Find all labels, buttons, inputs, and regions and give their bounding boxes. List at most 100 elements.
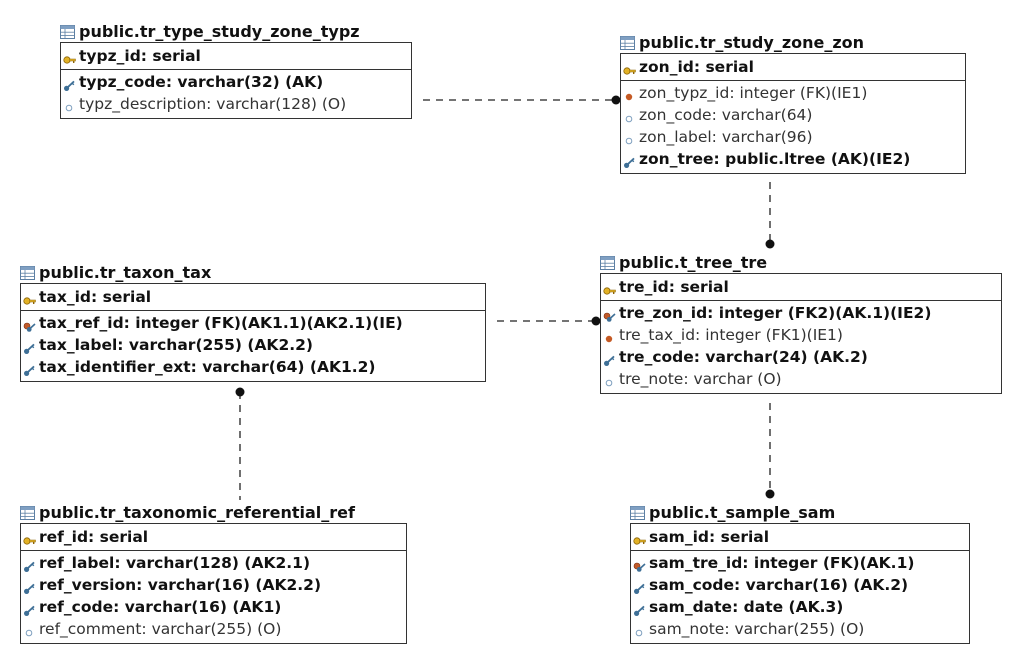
attribute-row: tre_zon_id: integer (FK2)(AK.1)(IE2): [603, 302, 995, 324]
attribute-row: typz_description: varchar(128) (O): [63, 93, 405, 115]
entity-title-text: public.t_sample_sam: [649, 502, 836, 522]
attribute-row: ref_label: varchar(128) (AK2.1): [23, 552, 400, 574]
attribute-text: typz_description: varchar(128) (O): [79, 95, 347, 113]
foreign-key-icon: [623, 87, 636, 101]
alternate-key-icon: [23, 579, 36, 594]
attribute-row: zon_tree: public.ltree (AK)(IE2): [623, 148, 959, 170]
attribute-text: ref_comment: varchar(255) (O): [39, 620, 282, 638]
alternate-key-icon: [23, 601, 36, 616]
attribute-row: tre_id: serial: [603, 276, 995, 298]
attributes-section: tax_ref_id: integer (FK)(AK1.1)(AK2.1)(I…: [21, 311, 485, 381]
primary-key-icon: [63, 50, 76, 64]
attribute-text: tax_ref_id: integer (FK)(AK1.1)(AK2.1)(I…: [39, 314, 403, 332]
primary-key-section: typz_id: serial: [61, 43, 411, 70]
attribute-text: ref_id: serial: [39, 528, 149, 546]
table-icon: [630, 505, 645, 520]
entity-title-text: public.tr_taxon_tax: [39, 262, 212, 282]
attribute-row: typz_code: varchar(32) (AK): [63, 71, 405, 93]
attribute-text: tax_identifier_ext: varchar(64) (AK1.2): [39, 358, 376, 376]
entity-title[interactable]: public.t_sample_sam: [630, 501, 970, 523]
entity-title-text: public.tr_study_zone_zon: [639, 32, 865, 52]
attribute-row: zon_label: varchar(96): [623, 126, 959, 148]
entity-title[interactable]: public.t_tree_tre: [600, 251, 1002, 273]
attribute-row: zon_typz_id: integer (FK)(IE1): [623, 82, 959, 104]
attribute-row: ref_comment: varchar(255) (O): [23, 618, 400, 640]
alternate-key-icon: [23, 557, 36, 572]
attribute-text: tax_id: serial: [39, 288, 152, 306]
attribute-text: zon_label: varchar(96): [639, 128, 813, 146]
alternate-key-icon: [633, 579, 646, 594]
attribute-text: sam_code: varchar(16) (AK.2): [649, 576, 909, 594]
attribute-text: tre_zon_id: integer (FK2)(AK.1)(IE2): [619, 304, 932, 322]
attributes-section: zon_typz_id: integer (FK)(IE1) zon_code: …: [621, 81, 965, 173]
optional-attribute-icon: [23, 623, 36, 637]
table-icon: [60, 24, 75, 39]
primary-key-icon: [603, 281, 616, 295]
attribute-row: zon_code: varchar(64): [623, 104, 959, 126]
attributes-section: ref_label: varchar(128) (AK2.1) ref_versi…: [21, 551, 406, 643]
foreign-alternate-key-icon: [633, 557, 646, 572]
foreign-key-icon: [603, 329, 616, 343]
attribute-row: sam_tre_id: integer (FK)(AK.1): [633, 552, 963, 574]
relationship-end-tre-left: [591, 316, 601, 326]
attribute-row: tax_id: serial: [23, 286, 479, 308]
attribute-text: tre_id: serial: [619, 278, 729, 296]
entity-title[interactable]: public.tr_taxonomic_referential_ref: [20, 501, 407, 523]
entity-title-text: public.tr_taxonomic_referential_ref: [39, 502, 355, 522]
entity-title[interactable]: public.tr_taxon_tax: [20, 261, 486, 283]
attribute-row: sam_id: serial: [633, 526, 963, 548]
alternate-key-icon: [23, 361, 36, 376]
primary-key-section: tax_id: serial: [21, 284, 485, 311]
optional-attribute-icon: [603, 373, 616, 387]
alternate-key-icon: [623, 153, 636, 168]
attribute-row: tre_code: varchar(24) (AK.2): [603, 346, 995, 368]
primary-key-section: zon_id: serial: [621, 54, 965, 81]
attribute-text: ref_version: varchar(16) (AK2.2): [39, 576, 322, 594]
primary-key-section: tre_id: serial: [601, 274, 1001, 301]
entity-tax[interactable]: public.tr_taxon_tax tax_id: serial tax_ref…: [20, 261, 486, 382]
primary-key-icon: [23, 291, 36, 305]
entity-typz[interactable]: public.tr_type_study_zone_typz typz_id: s…: [60, 20, 412, 119]
primary-key-section: ref_id: serial: [21, 524, 406, 551]
entity-sam[interactable]: public.t_sample_sam sam_id: serial sam_tre…: [630, 501, 970, 644]
attribute-row: ref_version: varchar(16) (AK2.2): [23, 574, 400, 596]
attribute-row: typz_id: serial: [63, 45, 405, 67]
relationship-end-tre-top: [765, 239, 775, 249]
relationship-end-tax: [235, 387, 245, 397]
optional-attribute-icon: [633, 623, 646, 637]
foreign-alternate-key-icon: [603, 307, 616, 322]
relationship-end-sam: [765, 489, 775, 499]
alternate-key-icon: [23, 339, 36, 354]
entity-title[interactable]: public.tr_study_zone_zon: [620, 31, 966, 53]
foreign-alternate-key-icon: [23, 317, 36, 332]
attribute-row: ref_code: varchar(16) (AK1): [23, 596, 400, 618]
attribute-text: ref_code: varchar(16) (AK1): [39, 598, 282, 616]
table-icon: [20, 265, 35, 280]
table-icon: [600, 255, 615, 270]
entity-tre[interactable]: public.t_tree_tre tre_id: serial tre_zon_i…: [600, 251, 1002, 394]
attribute-row: tax_identifier_ext: varchar(64) (AK1.2): [23, 356, 479, 378]
attribute-text: typz_id: serial: [79, 47, 201, 65]
attribute-text: sam_date: date (AK.3): [649, 598, 844, 616]
attribute-row: sam_date: date (AK.3): [633, 596, 963, 618]
entity-ref[interactable]: public.tr_taxonomic_referential_ref ref_i…: [20, 501, 407, 644]
primary-key-section: sam_id: serial: [631, 524, 969, 551]
attribute-text: ref_label: varchar(128) (AK2.1): [39, 554, 311, 572]
attribute-text: sam_tre_id: integer (FK)(AK.1): [649, 554, 915, 572]
attribute-text: tre_note: varchar (O): [619, 370, 782, 388]
primary-key-icon: [23, 531, 36, 545]
table-icon: [20, 505, 35, 520]
attribute-text: typz_code: varchar(32) (AK): [79, 73, 324, 91]
optional-attribute-icon: [63, 98, 76, 112]
attribute-row: tax_label: varchar(255) (AK2.2): [23, 334, 479, 356]
attribute-row: tre_note: varchar (O): [603, 368, 995, 390]
entity-box: zon_id: serial zon_typz_id: integer (FK)(…: [620, 53, 966, 174]
entity-title[interactable]: public.tr_type_study_zone_typz: [60, 20, 412, 42]
attribute-text: zon_code: varchar(64): [639, 106, 813, 124]
attribute-row: tax_ref_id: integer (FK)(AK1.1)(AK2.1)(I…: [23, 312, 479, 334]
alternate-key-icon: [603, 351, 616, 366]
attribute-text: zon_id: serial: [639, 58, 754, 76]
attribute-text: sam_note: varchar(255) (O): [649, 620, 865, 638]
